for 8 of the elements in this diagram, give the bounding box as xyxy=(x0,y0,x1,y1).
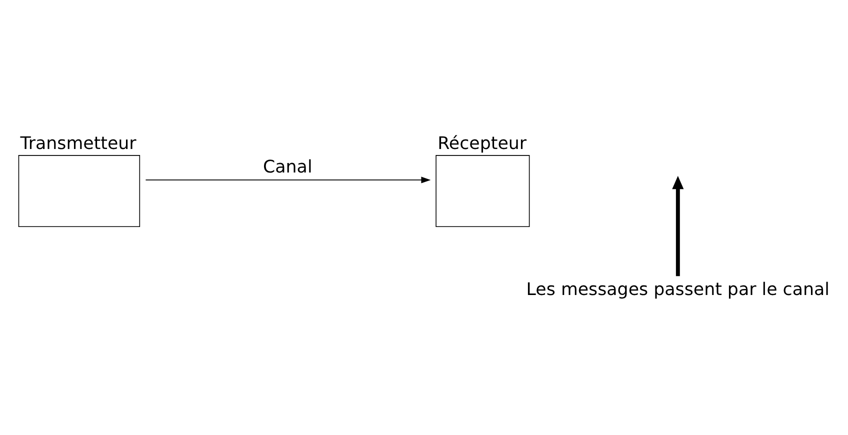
node-label: Transmetteur xyxy=(20,134,136,154)
edge-label: Canal xyxy=(263,158,312,178)
arrow xyxy=(145,176,431,184)
node-text: Les messages passent par le canal xyxy=(526,280,830,300)
node-label: Récepteur xyxy=(438,134,527,154)
node-box xyxy=(436,155,530,227)
arrow xyxy=(672,176,684,276)
node-box xyxy=(18,155,140,227)
